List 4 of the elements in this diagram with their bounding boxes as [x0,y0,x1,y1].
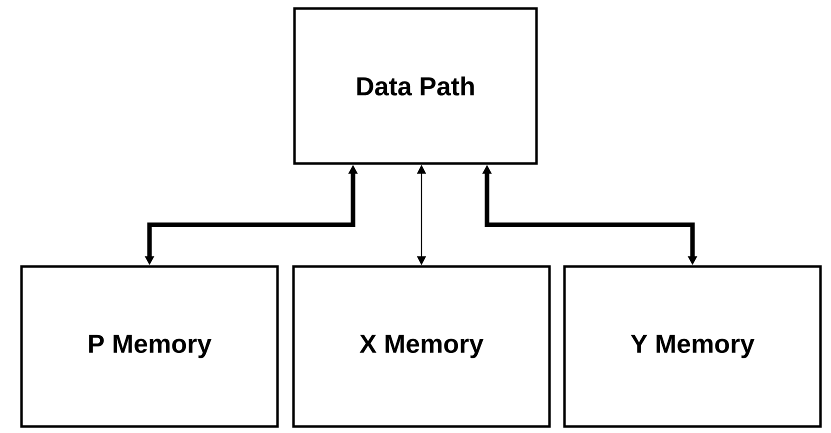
memory-box: P Memory [20,265,279,428]
memory-box: Y Memory [563,265,822,428]
data-path-box: Data Path [293,7,538,165]
memory-box: X Memory [292,265,551,428]
